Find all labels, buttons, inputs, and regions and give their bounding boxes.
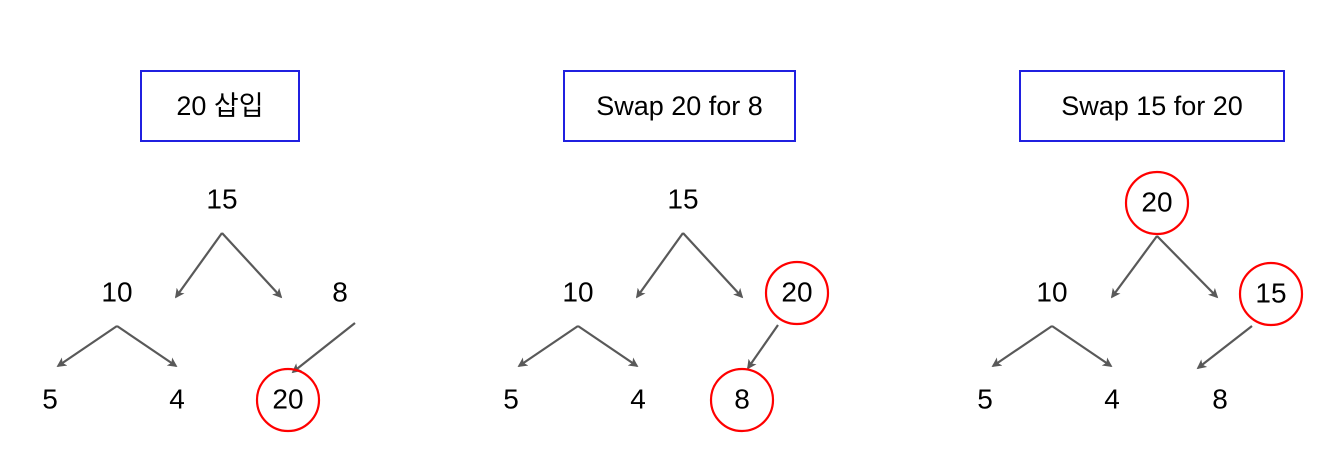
panel-1-node-leaf-right: 4 (169, 383, 185, 414)
panel-2-node-label-left-child: 10 (562, 276, 593, 307)
panel-2-node-label-root: 15 (667, 183, 698, 214)
panel-2-node-root: 15 (667, 183, 698, 214)
panel-3-edge-root-right (1156, 235, 1219, 299)
panel-1-node-label-left-child: 10 (101, 276, 132, 307)
panel-3-edge-root-left (1110, 235, 1158, 299)
panel-3-edge-left-leafleft (991, 325, 1053, 367)
panel-1-title: 20 삽입 (176, 90, 264, 121)
panel-1-node-inserted-node: 20 (255, 367, 321, 433)
panel-3-node-label-leaf-right: 4 (1104, 383, 1120, 414)
panel-3-highlight-circle-right-child (1238, 261, 1304, 327)
panel-1-edge-root-right (221, 232, 283, 299)
panel-1-edge-left-leafright (116, 325, 178, 367)
panel-3-edge-left-leafright (1051, 325, 1113, 367)
panel-2-edge-root-left (635, 232, 684, 299)
panel-1-node-label-leaf-right: 4 (169, 383, 185, 414)
panel-3-node-label-root: 20 (1141, 186, 1172, 217)
panel-2-node-swapped-node: 8 (709, 367, 775, 433)
panel-3-node-root: 20 (1124, 170, 1190, 236)
panel-2-node-label-swapped-node: 8 (734, 383, 750, 414)
panel-2-node-leaf-right: 4 (630, 383, 646, 414)
panel-2-node-right-child: 20 (764, 260, 830, 326)
edges-layer (56, 232, 1253, 374)
panel-1-node-label-inserted-node: 20 (272, 383, 303, 414)
panel-2-edge-left-leafright (577, 325, 639, 367)
panel-1-edge-root-left (174, 232, 223, 299)
panel-3-node-left-child: 10 (1036, 276, 1067, 307)
panel-3-node-right-child: 15 (1238, 261, 1304, 327)
nodes-layer: 15 10 8 5 4 20 15 10 20 5 4 8 20 10 15 5 4 8 (42, 170, 1304, 433)
panel-1-node-leaf-left: 5 (42, 383, 58, 414)
panel-2-title-box: Swap 20 for 8 (563, 70, 796, 142)
panel-1-node-label-right-child: 8 (332, 276, 348, 307)
panel-1-edge-right-inserted (291, 322, 356, 374)
panel-2-node-leaf-left: 5 (503, 383, 519, 414)
panel-1-node-root: 15 (206, 183, 237, 214)
panel-2-node-label-leaf-right: 4 (630, 383, 646, 414)
panel-3-node-leaf-right: 4 (1104, 383, 1120, 414)
panel-3-highlight-circle-root (1124, 170, 1190, 236)
panel-2-edge-left-leafleft (517, 325, 579, 367)
panel-1-node-label-root: 15 (206, 183, 237, 214)
panel-2-node-label-leaf-left: 5 (503, 383, 519, 414)
panel-1-node-left-child: 10 (101, 276, 132, 307)
panel-2-node-left-child: 10 (562, 276, 593, 307)
panel-1-edge-left-leafleft (56, 325, 118, 367)
panel-3-node-leaf-right-subtree: 8 (1212, 383, 1228, 414)
panel-2-highlight-circle-swapped-node (709, 367, 775, 433)
panel-3-title: Swap 15 for 20 (1061, 90, 1243, 121)
panel-3-edge-right-leaf8 (1196, 325, 1253, 370)
panel-2-node-label-right-child: 20 (781, 276, 812, 307)
panel-1-title-box: 20 삽입 (140, 70, 300, 142)
panel-2-edge-right-swapped (746, 324, 779, 370)
panel-1-node-label-leaf-left: 5 (42, 383, 58, 414)
panel-3-node-label-right-child: 15 (1255, 277, 1286, 308)
panel-3-node-label-left-child: 10 (1036, 276, 1067, 307)
panel-3-node-label-leaf-right-subtree: 8 (1212, 383, 1228, 414)
panel-3-title-box: Swap 15 for 20 (1019, 70, 1285, 142)
panel-2-edge-root-right (682, 232, 744, 299)
panel-3-node-label-leaf-left: 5 (977, 383, 993, 414)
panel-2-highlight-circle-right-child (764, 260, 830, 326)
panel-1-highlight-circle-inserted-node (255, 367, 321, 433)
panel-3-node-leaf-left: 5 (977, 383, 993, 414)
panel-2-title: Swap 20 for 8 (596, 90, 763, 121)
panel-1-node-right-child: 8 (332, 276, 348, 307)
